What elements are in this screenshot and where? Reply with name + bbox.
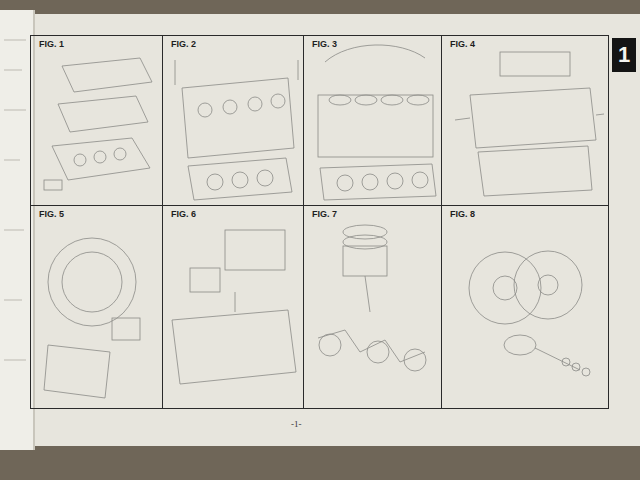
figure-heading: FIG. 3	[304, 36, 441, 49]
exploded-part-drawings	[44, 45, 604, 398]
figure-panel: FIG. 7	[303, 205, 442, 409]
catalog-page	[0, 14, 640, 446]
figure-panel: FIG. 6	[162, 205, 304, 409]
page-fold	[33, 10, 35, 450]
figure-heading: FIG. 7	[304, 206, 441, 219]
left-page-text	[4, 40, 26, 360]
section-tab: 1	[612, 38, 636, 72]
figure-heading: FIG. 8	[442, 206, 608, 219]
figure-heading: FIG. 5	[31, 206, 162, 219]
figure-heading: FIG. 2	[163, 36, 303, 49]
figure-heading: FIG. 6	[163, 206, 303, 219]
figure-panel: FIG. 3	[303, 35, 442, 206]
figure-panel: FIG. 5	[30, 205, 163, 409]
tab-number: 1	[612, 38, 636, 72]
figure-panel: FIG. 8	[441, 205, 609, 409]
figure-heading: FIG. 1	[31, 36, 162, 49]
left-page-edge	[0, 10, 34, 450]
figure-panel: FIG. 2	[162, 35, 304, 206]
figure-panel: FIG. 1	[30, 35, 163, 206]
figure-panel: FIG. 4	[441, 35, 609, 206]
figure-heading: FIG. 4	[442, 36, 608, 49]
page-number: -1-	[291, 419, 302, 429]
